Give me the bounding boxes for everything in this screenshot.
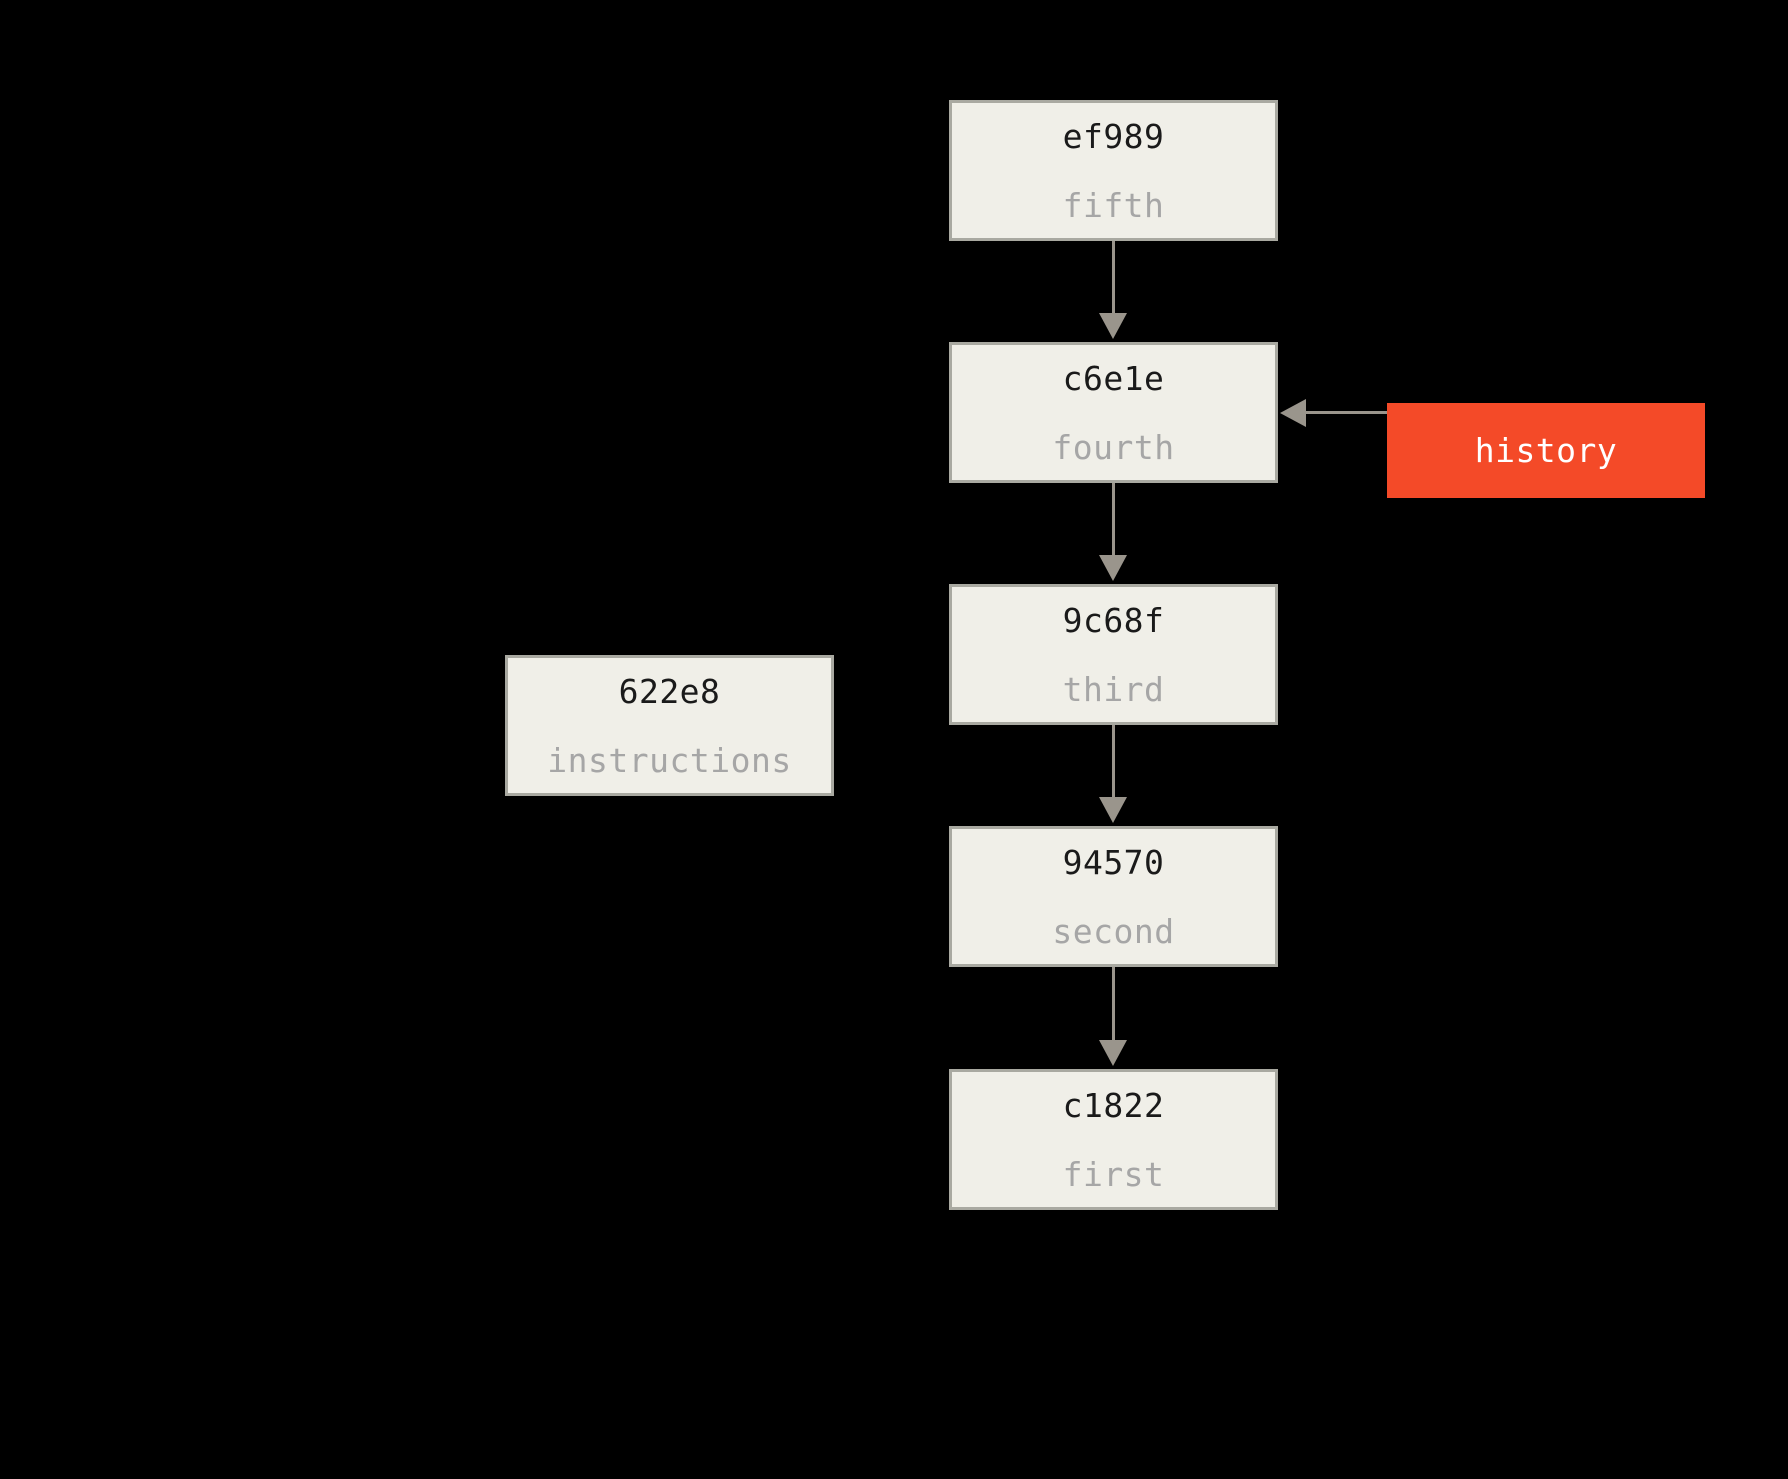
commit-hash: ef989 [1062, 116, 1165, 156]
commit-node-9c68f[interactable]: 9c68f third [949, 584, 1278, 725]
edge-fourth-to-third-line [1112, 483, 1115, 558]
commit-hash: 9c68f [1062, 600, 1165, 640]
commit-message: first [1062, 1154, 1165, 1194]
edge-third-to-second-line [1112, 725, 1115, 800]
commit-node-94570[interactable]: 94570 second [949, 826, 1278, 967]
ref-label-history[interactable]: history [1387, 403, 1705, 498]
commit-hash: 94570 [1062, 842, 1165, 882]
commit-node-622e8[interactable]: 622e8 instructions [505, 655, 834, 796]
edge-fifth-to-fourth-arrowhead [1099, 313, 1127, 339]
commit-message: fourth [1052, 427, 1175, 467]
commit-hash: c1822 [1062, 1085, 1165, 1125]
edge-fourth-to-third-arrowhead [1099, 555, 1127, 581]
edge-second-to-first-arrowhead [1099, 1040, 1127, 1066]
commit-node-c6e1e[interactable]: c6e1e fourth [949, 342, 1278, 483]
commit-node-c1822[interactable]: c1822 first [949, 1069, 1278, 1210]
commit-hash: c6e1e [1062, 358, 1165, 398]
edge-history-to-fourth-arrowhead [1280, 399, 1306, 427]
commit-message: third [1062, 669, 1165, 709]
edge-fifth-to-fourth-line [1112, 241, 1115, 316]
commit-message: second [1052, 911, 1175, 951]
ref-label-text: history [1474, 431, 1618, 470]
edge-second-to-first-line [1112, 967, 1115, 1043]
commit-hash: 622e8 [618, 671, 721, 711]
commit-message: instructions [547, 740, 792, 780]
edge-history-to-fourth-line [1305, 411, 1389, 414]
commit-message: fifth [1062, 185, 1165, 225]
commit-node-ef989[interactable]: ef989 fifth [949, 100, 1278, 241]
edge-third-to-second-arrowhead [1099, 797, 1127, 823]
